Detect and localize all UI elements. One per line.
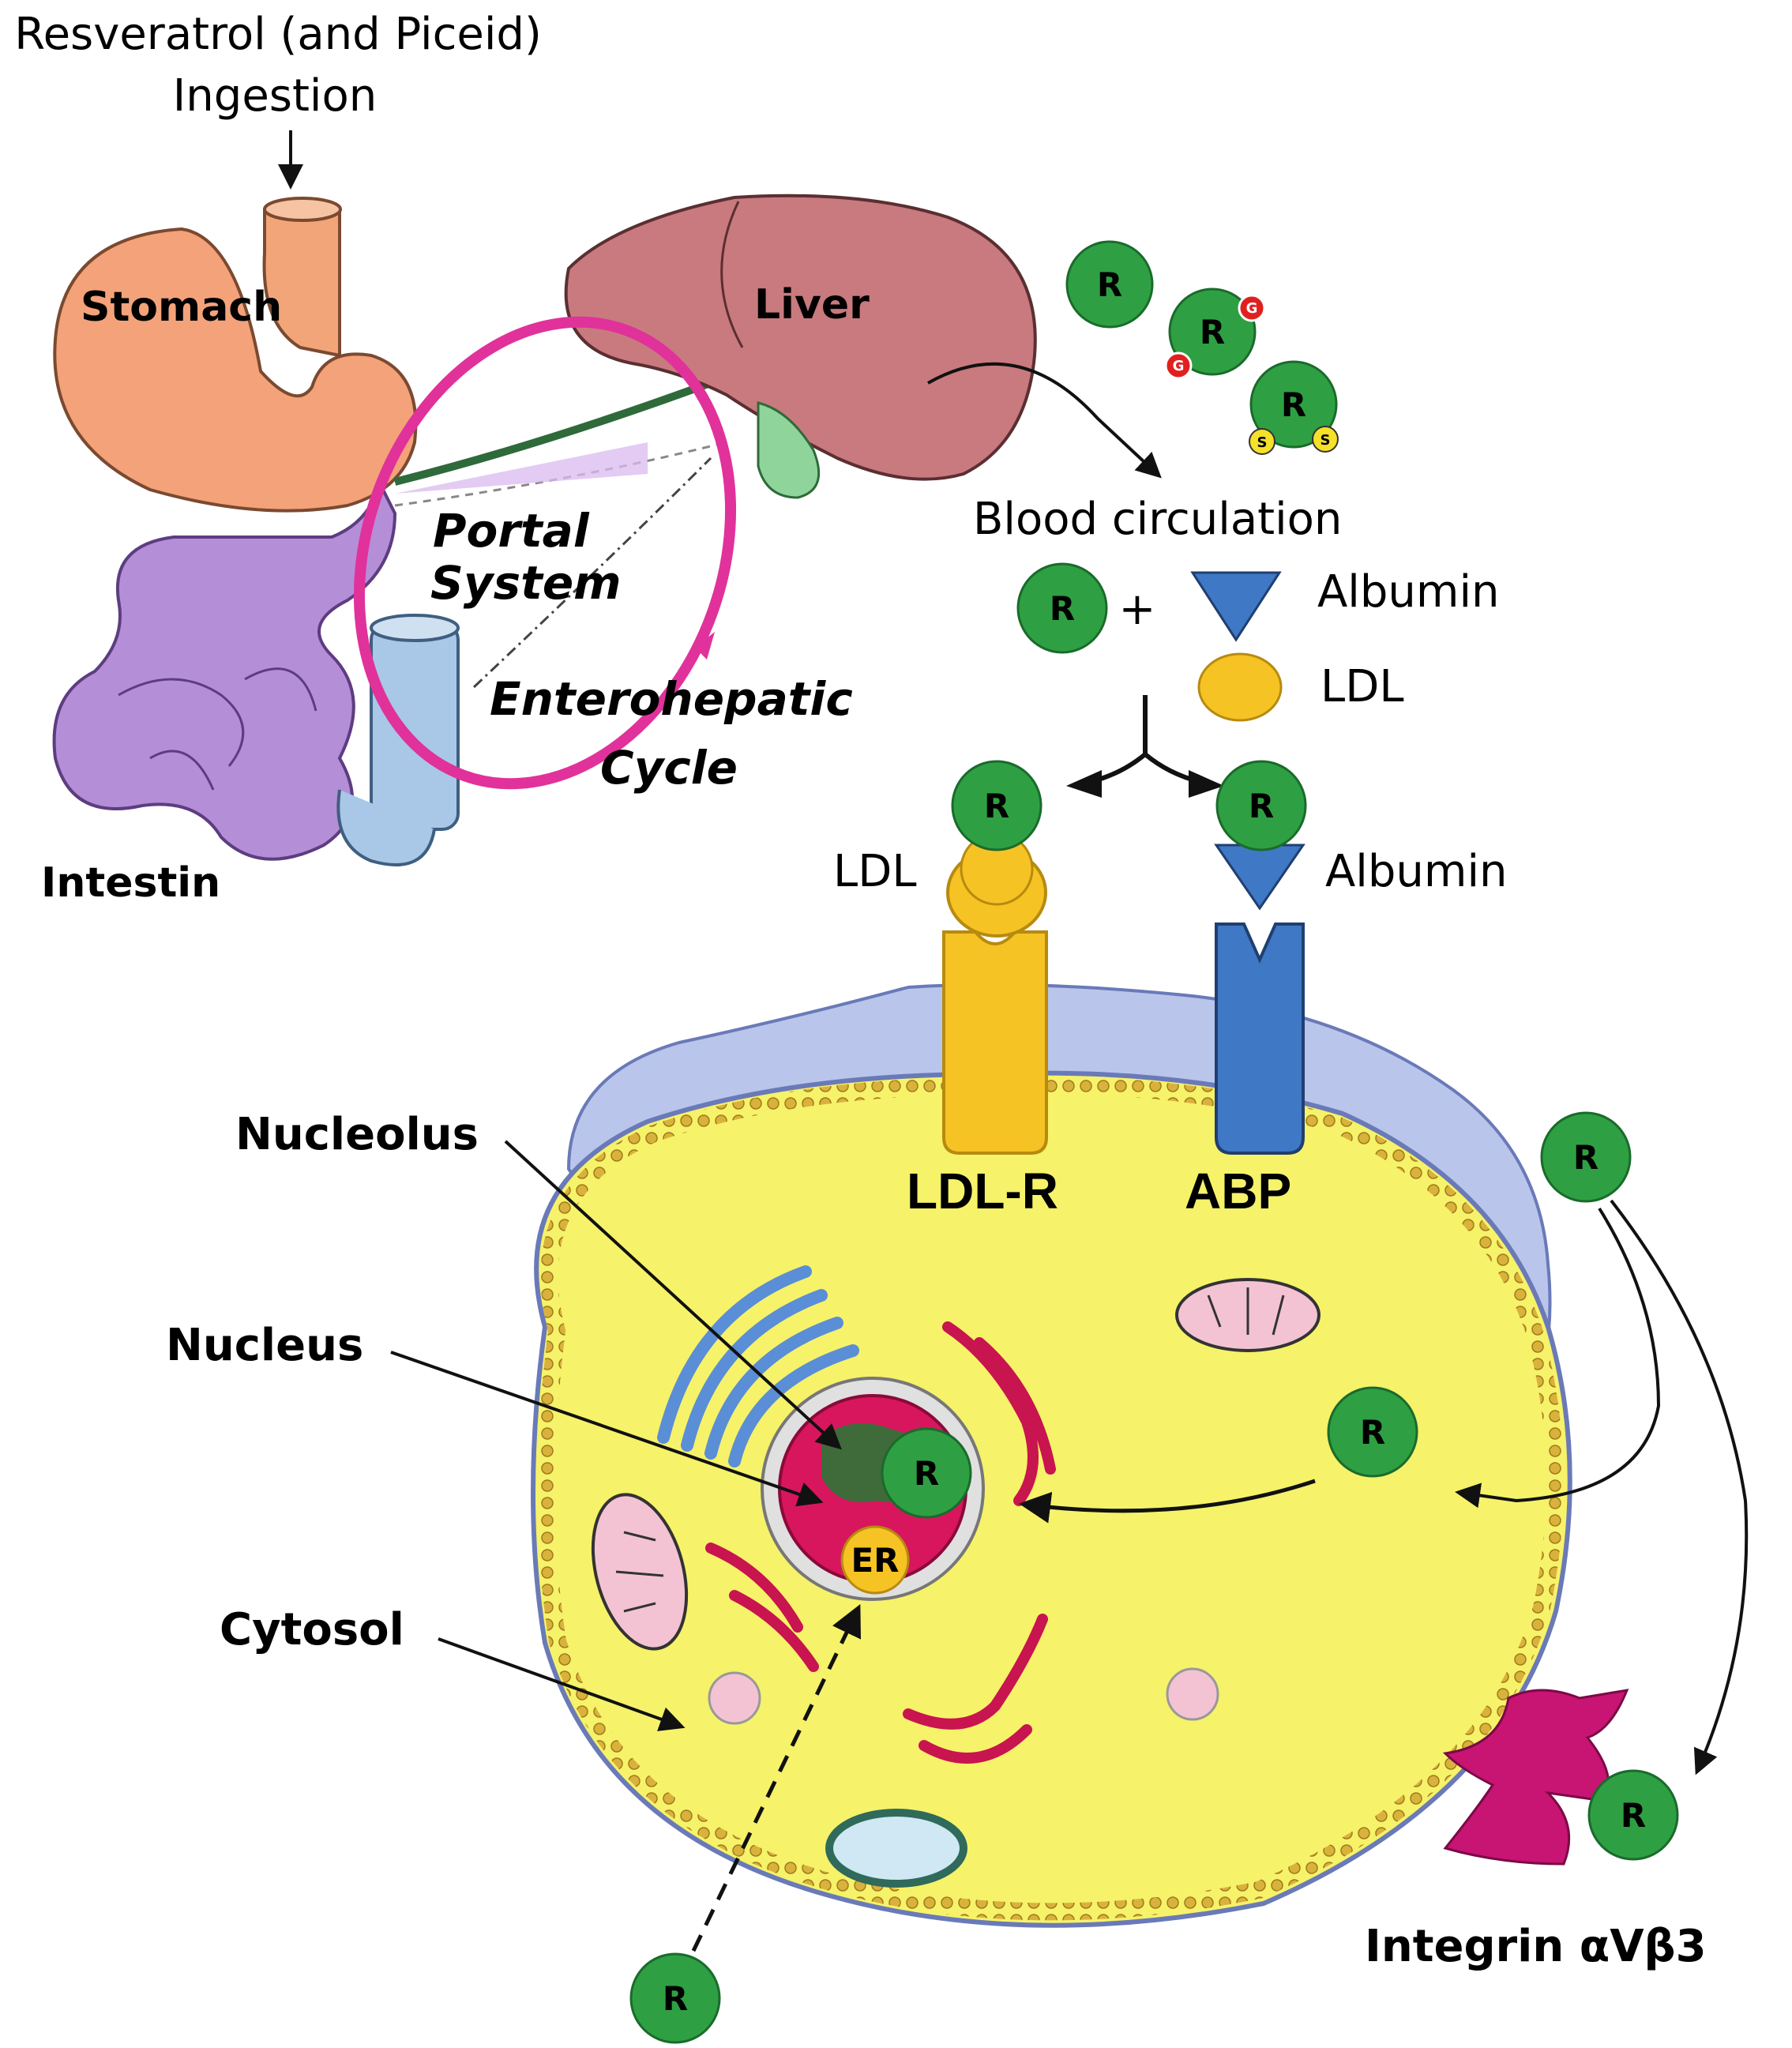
split-arrow-right-head bbox=[1189, 770, 1224, 798]
cell-labels: Nucleolus Nucleus Cytosol bbox=[166, 1109, 842, 1731]
nucleus-label: Nucleus bbox=[166, 1320, 363, 1371]
integrin-shape bbox=[1442, 1689, 1629, 1866]
ldl-bound-label: LDL bbox=[833, 846, 917, 897]
enterohepatic-cycle-ring bbox=[353, 316, 737, 790]
small-intestine-shape bbox=[52, 476, 397, 861]
vacuole bbox=[825, 1809, 967, 1888]
r-letter: R bbox=[1249, 787, 1274, 825]
estrogen-receptor: ER bbox=[840, 1525, 910, 1595]
title-line1: Resveratrol (and Piceid) bbox=[14, 9, 542, 60]
albumin-bound bbox=[1214, 844, 1305, 911]
r-letter: R bbox=[914, 1454, 939, 1493]
plus-sign: + bbox=[1119, 584, 1156, 635]
cytosol-arrow bbox=[438, 1637, 686, 1731]
ldl-r-label: LDL-R bbox=[907, 1163, 1058, 1219]
dashed-arrow-to-er bbox=[691, 1603, 862, 1952]
liver-lobe-line bbox=[720, 201, 744, 348]
er-label: ER bbox=[851, 1541, 899, 1580]
resveratrol-molecule: R bbox=[1016, 562, 1108, 654]
stomach-shape bbox=[53, 227, 418, 513]
nucleus-arrow bbox=[390, 1351, 824, 1507]
portal-vein bbox=[393, 367, 744, 486]
albumin-triangle bbox=[1190, 571, 1282, 642]
ldl-particle bbox=[1197, 652, 1283, 722]
title: Resveratrol (and Piceid) Ingestion bbox=[14, 9, 542, 190]
cycle-arrow-head bbox=[695, 632, 715, 659]
cell-membrane bbox=[537, 1076, 1564, 1921]
resveratrol-on-albumin: R bbox=[1215, 760, 1307, 851]
split-arrow-lines bbox=[1089, 695, 1201, 784]
cell: R ER bbox=[531, 983, 1572, 1928]
g-letter: G bbox=[1246, 300, 1258, 317]
nucleolus-arrow bbox=[504, 1140, 842, 1450]
r-letter: R bbox=[663, 1979, 688, 2018]
integrin-receptor: R Integrin αVβ3 bbox=[1365, 1689, 1707, 1972]
s-letter: S bbox=[1321, 432, 1331, 449]
stomach-label: Stomach bbox=[81, 284, 282, 331]
ldl-label: LDL bbox=[1321, 661, 1404, 712]
portal-label-line1: Portal bbox=[433, 504, 590, 558]
r-letter: R bbox=[1360, 1413, 1385, 1452]
liver-shape bbox=[564, 194, 1037, 481]
intestine-label: Intestin bbox=[41, 859, 220, 907]
esophagus-opening bbox=[263, 197, 342, 222]
resveratrol-cytoplasm: R bbox=[1327, 1386, 1418, 1478]
entero-label-line2: Cycle bbox=[600, 741, 738, 795]
blood-circulation-label: Blood circulation bbox=[973, 494, 1342, 545]
integrin-label: Integrin αVβ3 bbox=[1365, 1921, 1707, 1972]
r-letter: R bbox=[984, 787, 1009, 825]
cytoplasm-to-nucleus-arrow bbox=[1019, 1479, 1316, 1524]
cytosol-label: Cytosol bbox=[220, 1604, 404, 1655]
g-letter: G bbox=[1173, 358, 1185, 374]
vesicle bbox=[1166, 1667, 1219, 1721]
esophagus-shape bbox=[262, 208, 341, 358]
resveratrol-free: R bbox=[1065, 240, 1154, 329]
diffusion-arrow bbox=[1455, 1207, 1661, 1509]
split-arrow-left-head bbox=[1066, 770, 1102, 798]
nucleolus-label: Nucleolus bbox=[235, 1109, 479, 1160]
albumin-binding-protein: R Albumin ABP bbox=[1185, 760, 1508, 1219]
rough-er bbox=[705, 1321, 1056, 1764]
abp-body bbox=[1215, 923, 1305, 1155]
title-line2: Ingestion bbox=[173, 70, 377, 122]
resveratrol-external: R bbox=[1540, 1111, 1632, 1203]
resveratrol-on-integrin: R bbox=[1587, 1769, 1679, 1861]
large-intestine-shape bbox=[370, 622, 460, 831]
colon-opening bbox=[370, 614, 460, 642]
metabolites: R R G G R S S bbox=[1065, 240, 1339, 455]
albumin-label: Albumin bbox=[1317, 566, 1500, 618]
r-letter: R bbox=[1200, 313, 1225, 351]
portal-cone bbox=[395, 442, 648, 494]
portal-dash-2 bbox=[472, 457, 712, 689]
intestine-folds bbox=[118, 667, 317, 791]
r-letter: R bbox=[1097, 265, 1122, 304]
s-letter: S bbox=[1257, 434, 1268, 451]
r-letter: R bbox=[1621, 1796, 1646, 1835]
resveratrol-nucleus: R bbox=[881, 1427, 972, 1519]
liver-to-blood-arrow bbox=[927, 362, 1162, 479]
entero-label-line1: Enterohepatic bbox=[490, 672, 853, 726]
mitochondrion-left bbox=[591, 1493, 689, 1651]
r-letter: R bbox=[1281, 385, 1306, 424]
albumin-bound-label: Albumin bbox=[1325, 846, 1508, 897]
vesicle bbox=[708, 1671, 761, 1725]
gallbladder-shape bbox=[757, 401, 821, 499]
ldl-receptor: R LDL LDL-R bbox=[833, 760, 1058, 1219]
resveratrol-bottom: R bbox=[629, 1952, 721, 2044]
digestive-system: Stomach Liver Portal System Enterohepati… bbox=[41, 194, 1037, 907]
abp-label: ABP bbox=[1185, 1163, 1291, 1219]
resveratrol-on-ldl: R bbox=[951, 760, 1043, 851]
r-letter: R bbox=[1050, 589, 1075, 628]
resveratrol-sulfate: R S S bbox=[1249, 360, 1339, 455]
mitochondrion-top bbox=[1175, 1278, 1321, 1352]
rectum-shape bbox=[336, 789, 436, 866]
blood-circulation: Blood circulation R + Albumin LDL bbox=[973, 494, 1500, 798]
liver-label: Liver bbox=[754, 281, 870, 329]
integrin-arrow bbox=[1610, 1199, 1749, 1776]
portal-label-line2: System bbox=[430, 556, 622, 610]
resveratrol-glucuronide: R G G bbox=[1164, 287, 1266, 380]
r-letter: R bbox=[1573, 1138, 1599, 1177]
ldl-r-body bbox=[942, 930, 1048, 1155]
